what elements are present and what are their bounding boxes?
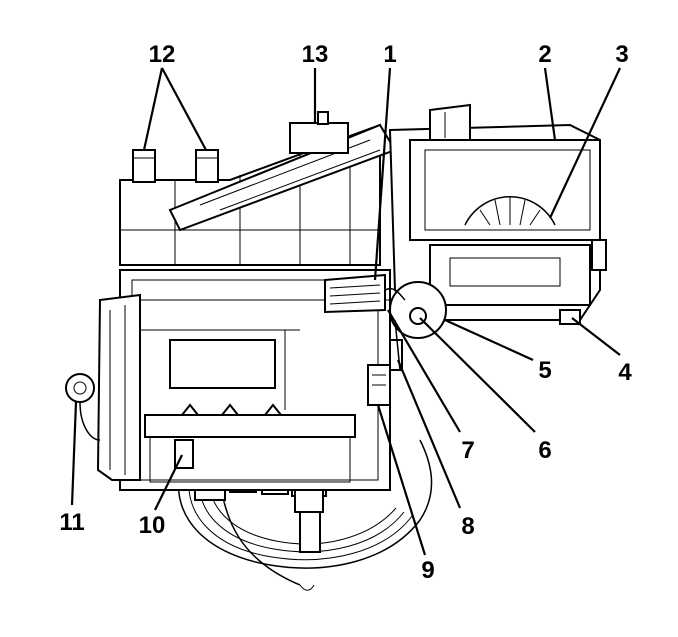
callout-9: 9 xyxy=(421,557,434,584)
callout-4: 4 xyxy=(618,359,632,386)
callout-6: 6 xyxy=(538,437,551,464)
callout-3: 3 xyxy=(615,41,628,68)
tube-ports xyxy=(132,149,219,183)
callout-8: 8 xyxy=(461,513,474,540)
callout-7: 7 xyxy=(461,437,474,464)
hvac-main-housing xyxy=(65,103,607,491)
callout-5: 5 xyxy=(538,357,551,384)
callout-1: 1 xyxy=(383,41,396,68)
callout-11: 11 xyxy=(59,509,84,536)
callout-labels: 12 13 1 2 3 4 5 6 7 8 9 10 11 xyxy=(59,41,632,584)
leader-lines xyxy=(70,67,621,556)
sensor-connector xyxy=(367,319,403,406)
callout-2: 2 xyxy=(538,41,551,68)
top-block-component xyxy=(289,111,349,154)
callout-12: 12 xyxy=(149,41,176,68)
callout-10: 10 xyxy=(139,512,166,539)
callout-13: 13 xyxy=(302,41,329,68)
actuator-motor xyxy=(324,273,447,339)
